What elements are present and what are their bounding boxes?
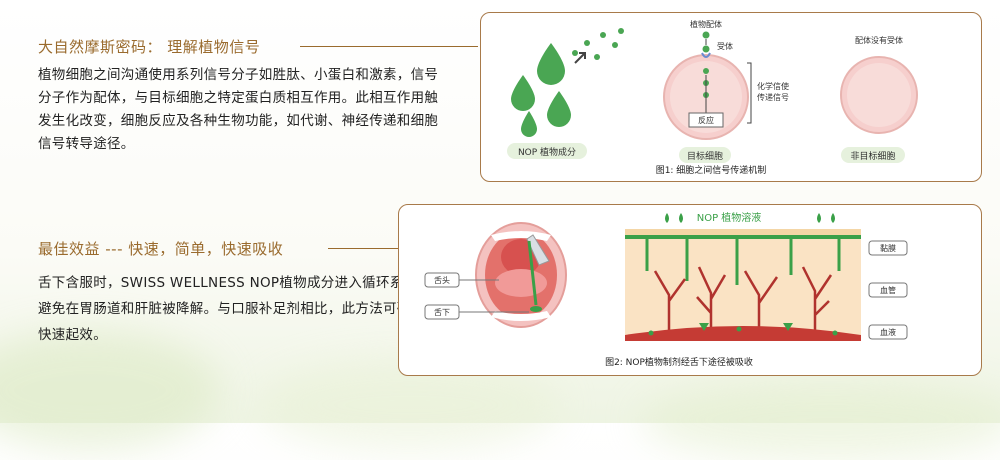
section2-title: 最佳效益 --- 快速，简单，快速吸收 bbox=[38, 240, 284, 258]
green-droplets bbox=[511, 43, 571, 137]
section1-divider bbox=[300, 46, 478, 47]
droplet-icon bbox=[511, 75, 535, 111]
droplet-icon bbox=[537, 43, 565, 85]
figure1-caption: 图1: 细胞之间信号传递机制 bbox=[656, 164, 767, 176]
droplet-icon bbox=[521, 111, 537, 137]
section1-title: 大自然摩斯密码： 理解植物信号 bbox=[38, 38, 261, 56]
tongue bbox=[495, 269, 547, 297]
dropper-icon bbox=[526, 234, 550, 266]
arrow-icon bbox=[574, 52, 586, 64]
label-vessel: 血管 bbox=[880, 285, 896, 295]
blood bbox=[625, 326, 861, 341]
droplet-icon bbox=[547, 91, 571, 127]
label-mucosa: 黏膜 bbox=[880, 243, 896, 253]
lower-teeth bbox=[491, 311, 551, 321]
label-reaction: 反应 bbox=[698, 115, 714, 125]
figure2-caption: 图2: NOP植物制剂经舌下途径被吸收 bbox=[605, 356, 753, 368]
figure2-panel: 舌头 舌下 NOP 植物溶液 黏膜 bbox=[398, 204, 982, 376]
pill-nontarget-label: 非目标细胞 bbox=[850, 150, 895, 162]
label-blood: 血液 bbox=[880, 327, 896, 337]
label-receptor: 受体 bbox=[717, 41, 733, 51]
figure1-panel: NOP 植物成分 植物配体 受体 反应 化学信使传递信号 目标细胞 配体没有受体… bbox=[480, 12, 982, 182]
label-ligand: 植物配体 bbox=[690, 19, 722, 29]
absorption-arrows bbox=[645, 237, 841, 285]
section2-body: 舌下含服时，SWISS WELLNESS NOP植物成分进入循环系统，避免在胃肠… bbox=[38, 275, 432, 343]
pill-nop bbox=[507, 143, 587, 159]
pill-target bbox=[679, 147, 731, 163]
label-signal: 化学信使传递信号 bbox=[757, 81, 789, 102]
background-blur bbox=[0, 330, 220, 450]
figure2-diagram: 舌头 舌下 NOP 植物溶液 黏膜 bbox=[424, 211, 908, 368]
blood-vessels bbox=[653, 266, 833, 335]
reaction-box bbox=[688, 112, 724, 128]
pill-nop-label: NOP 植物成分 bbox=[518, 146, 576, 158]
solution-label: NOP 植物溶液 bbox=[697, 211, 762, 224]
section1-body: 植物细胞之间沟通使用系列信号分子如胜肽、小蛋白和激素，信号分子作为配体，与目标细… bbox=[38, 67, 439, 152]
upper-teeth bbox=[491, 231, 551, 241]
receptor-icon bbox=[701, 52, 711, 58]
background-blur bbox=[640, 380, 1000, 460]
label-tongue: 舌头 bbox=[434, 275, 450, 285]
pill-nontarget bbox=[841, 147, 905, 163]
figure1-diagram: NOP 植物成分 植物配体 受体 反应 化学信使传递信号 目标细胞 配体没有受体… bbox=[507, 19, 918, 176]
label-under-tongue: 舌下 bbox=[434, 307, 450, 317]
label-no-receptor: 配体没有受体 bbox=[855, 35, 903, 45]
pill-target-label: 目标细胞 bbox=[687, 150, 723, 162]
